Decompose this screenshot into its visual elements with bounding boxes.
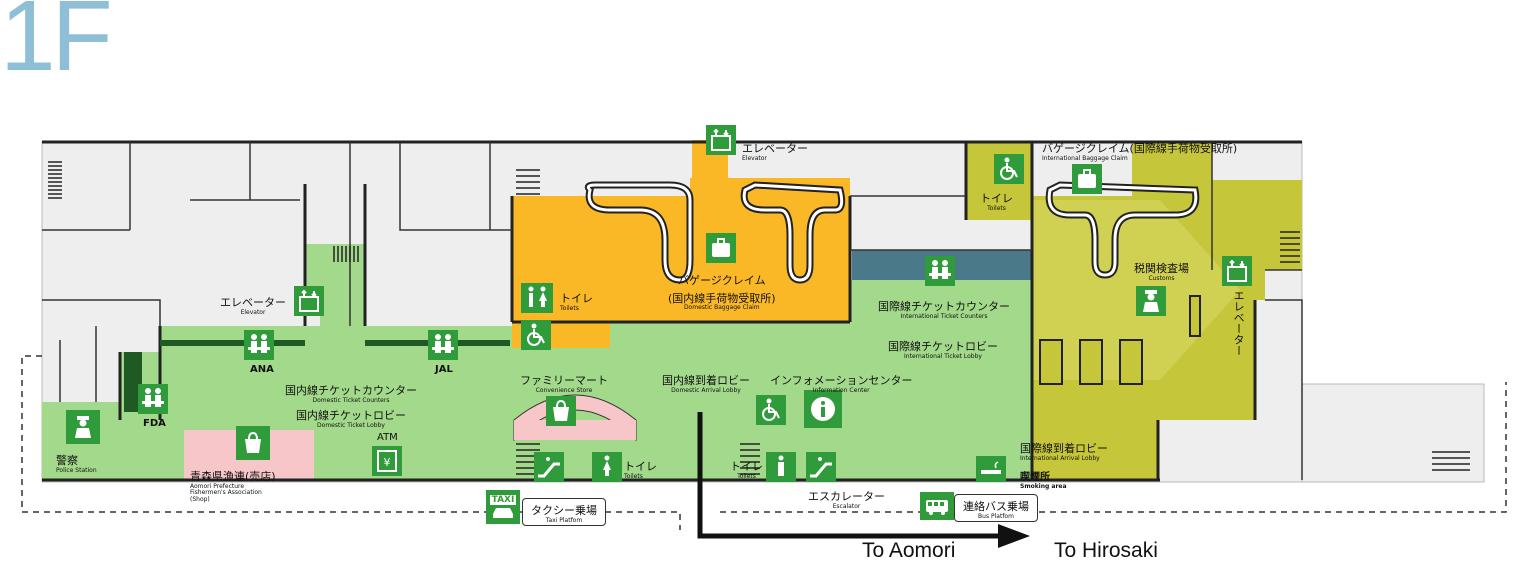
destination-hirosaki: To Hirosaki — [1054, 539, 1158, 562]
toilet-icon — [766, 452, 796, 482]
smoking-icon — [976, 456, 1006, 482]
taxi-icon: TAXI — [486, 490, 520, 524]
domestic-baggage-area — [512, 178, 850, 322]
label-jal: JAL — [435, 364, 453, 375]
shop-icon — [236, 426, 270, 460]
baggage-icon — [706, 233, 736, 263]
info-icon — [804, 390, 842, 428]
wheelchair-icon — [994, 154, 1024, 184]
toilet-icon — [521, 283, 553, 313]
destination-aomori: To Aomori — [862, 539, 956, 562]
label-intl-baggage: バゲージクレイム(国際線手荷物受取所)International Baggage… — [1042, 142, 1238, 162]
elevator-icon — [294, 286, 324, 316]
counter-icon — [244, 330, 274, 360]
shop-icon — [546, 396, 576, 426]
police-icon — [66, 410, 100, 444]
atm-icon: ¥ — [372, 446, 402, 476]
baggage-icon — [1072, 164, 1102, 194]
counter-icon — [428, 330, 458, 360]
wheelchair-icon — [521, 320, 551, 350]
counter-icon — [138, 384, 168, 414]
toilet-icon — [592, 452, 622, 482]
floor-title: 1F — [0, 0, 113, 92]
svg-text:¥: ¥ — [384, 456, 391, 469]
label-fda: FDA — [143, 418, 166, 429]
elevator-icon — [706, 125, 736, 155]
route-arrow — [697, 412, 1000, 539]
label-ana: ANA — [250, 364, 274, 375]
escalator-icon — [806, 452, 836, 482]
wheelchair-icon — [756, 395, 786, 425]
label-atm: ATM — [377, 432, 398, 443]
taxi-badge: TAXI — [489, 495, 517, 505]
elevator-icon — [1222, 256, 1252, 286]
escalator-icon — [534, 452, 564, 482]
label-elevator-right: エレベーター — [1232, 290, 1246, 356]
customs-officer-icon — [1136, 286, 1166, 316]
label-domestic-baggage: バゲージクレイム(国内線手荷物受取所)Domestic Baggage Clai… — [668, 274, 776, 312]
counter-icon — [925, 256, 955, 286]
bus-icon — [920, 492, 954, 520]
